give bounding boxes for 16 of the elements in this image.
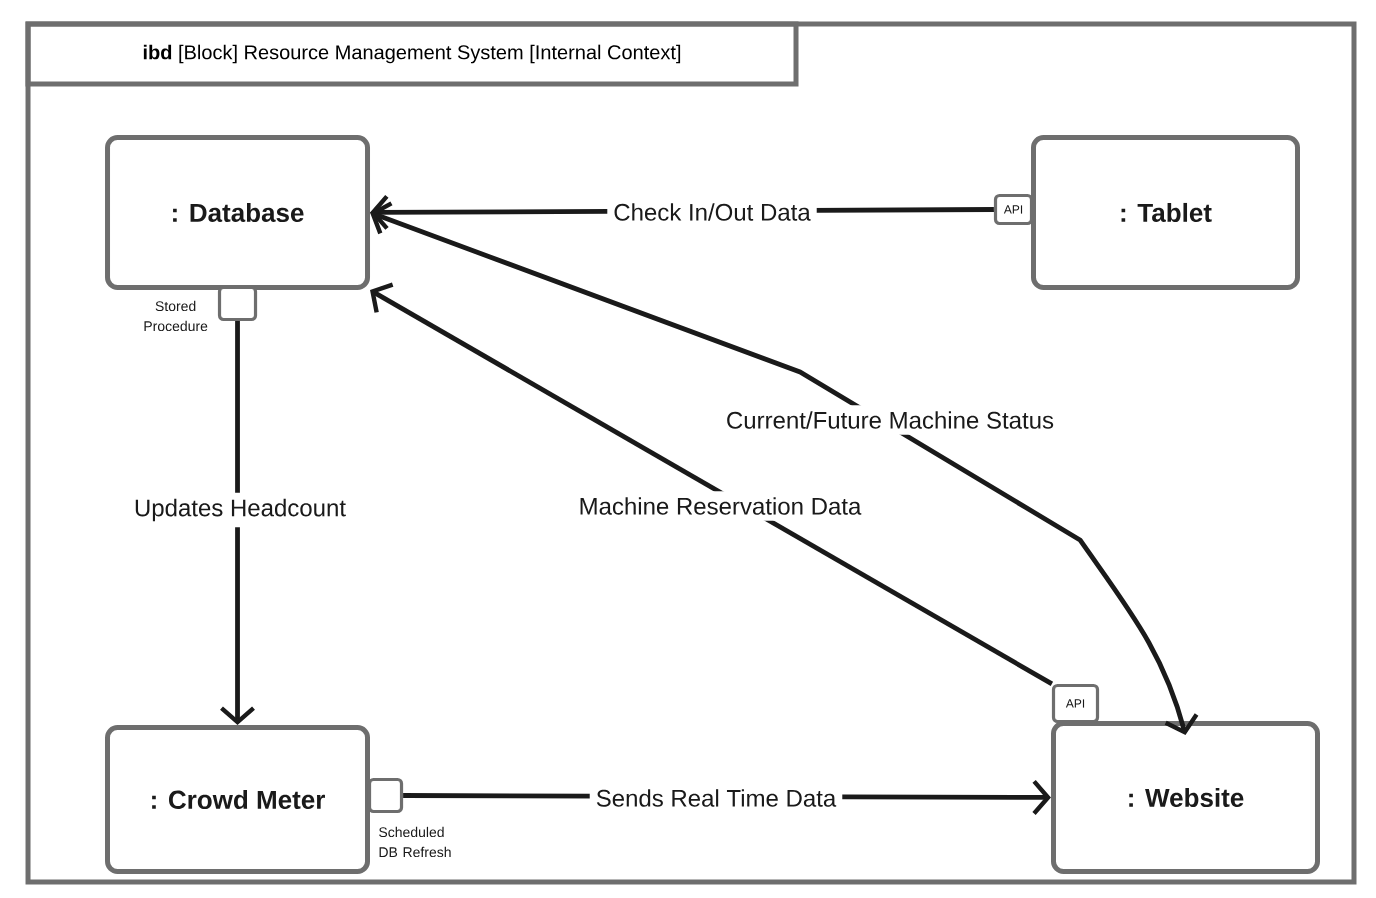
diagram-frame	[25, 21, 1357, 885]
edge-label: Sends Real Time Data	[589, 783, 843, 813]
block-box: : Tablet	[1031, 135, 1300, 290]
block-box: : Database	[105, 135, 370, 290]
connector-arrow	[220, 321, 255, 725]
port-box	[217, 285, 258, 322]
connector-arrow	[370, 201, 1199, 735]
edge-label: Machine Reservation Data	[572, 491, 868, 521]
port-box	[367, 777, 404, 814]
edge-label: Check In/Out Data	[607, 197, 817, 227]
frame-title: ibd [Block] Resource Management System [Internal Context]	[25, 21, 799, 87]
edge-label: Current/Future Machine Status	[719, 405, 1061, 435]
block-box: : Website	[1051, 721, 1320, 874]
block-box: : Crowd Meter	[105, 725, 370, 874]
connector-arrow	[370, 282, 1054, 686]
edge-label: Updates Headcount	[127, 492, 353, 528]
